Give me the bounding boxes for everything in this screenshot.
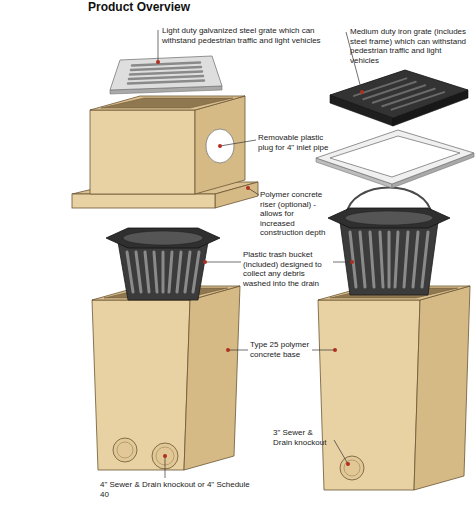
bucket-opening [123,231,203,245]
knockout-ring [117,442,133,458]
page-title: Product Overview [88,0,190,14]
leader-dot [226,348,230,352]
leader-line [334,440,348,464]
callout-label: Medium duty iron grate (includes steel f… [350,27,472,65]
leader-dot [246,186,250,190]
leader-line [205,262,241,263]
left-bucket [106,228,220,300]
callout-label: Polymer concrete riser (optional) - allo… [260,190,326,238]
leader-line [158,30,159,62]
riser-front-face [90,110,195,194]
grate-top [110,56,222,90]
bucket-rim [106,228,220,248]
frame-edge [392,153,474,188]
bucket-body [118,242,208,300]
right-bucket [328,188,450,296]
leader-line [220,140,256,146]
leader-dot [350,260,354,264]
inlet-plug [206,129,234,163]
base-side-face [184,286,240,470]
bucket-opening [345,211,433,225]
knockout-circle [113,438,137,462]
frame-edge [316,158,392,188]
callout-label: 4" Sewer & Drain knockout or 4" Schedule… [100,480,260,499]
callout-label: Removable plastic plug for 4" inlet pipe [258,133,330,152]
bucket-body [340,222,438,295]
leader-dot [203,260,207,264]
leader-dot [360,90,364,94]
callout-label: Plastic trash bucket (included) designed… [243,250,331,288]
base-front-face [318,300,420,490]
right-base [318,286,470,490]
grate-slots [354,78,444,109]
bucket-slots [350,232,428,287]
knockout-circle [340,456,364,480]
frame-ring [316,130,474,184]
riser-opening [101,98,233,108]
callout-label: Light duty galvanized steel grate which … [162,26,322,45]
steel-frame [316,130,474,188]
leader-dot [346,462,350,466]
leader-dot [218,144,222,148]
grate-top [330,70,468,118]
iron-grate [330,70,468,126]
leader-lines [158,30,362,478]
leader-line [312,350,335,351]
base-side-face [414,286,470,490]
left-riser [72,96,258,208]
base-front-face [92,300,190,470]
leader-dot [333,348,337,352]
leader-dot [156,60,160,64]
leader-line [228,350,248,351]
riser-top-face [90,96,245,110]
riser-side-face [195,96,245,194]
bucket-rim [328,208,450,228]
galvanized-grate [110,56,222,94]
left-base [92,286,240,470]
leader-line [333,262,352,263]
riser-flange-front [72,194,215,208]
bucket-slots [127,252,199,292]
grate-slots [128,63,204,84]
callout-label: 3" Sewer & Drain knockout [273,428,333,447]
leader-line [165,456,166,478]
callout-label: Type 25 polymer concrete base [250,340,312,359]
knockout-ring [344,460,360,476]
leader-dot [163,454,167,458]
leader-dots [156,60,364,466]
